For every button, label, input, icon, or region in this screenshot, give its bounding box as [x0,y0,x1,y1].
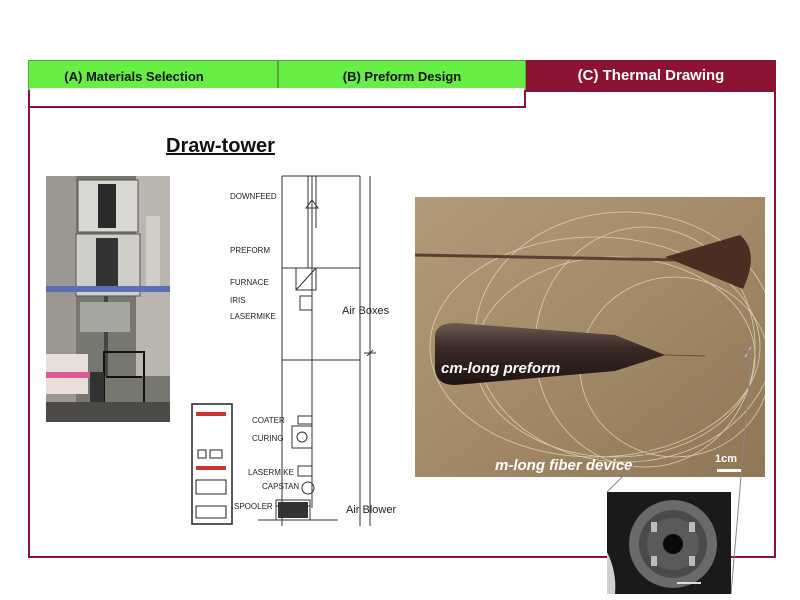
tab-materials-selection[interactable]: (A) Materials Selection [28,60,278,92]
label-spooler: SPOOLER [234,502,273,511]
label-coater: COATER [252,416,285,425]
frame-gap [30,88,524,104]
label-lasermike-top: LASERMIKE [230,312,276,321]
label-curing: CURING [252,434,284,443]
label-lasermike-bottom: LASERMIKE [248,468,294,477]
label-air-blower: Air Blower [346,504,397,516]
scale-label: 1cm [715,453,738,465]
frame-notch [28,90,526,108]
draw-tower-schematic: DOWNFEED PREFORM FURNACE IRIS LASERMIKE … [188,168,410,530]
label-downfeed: DOWNFEED [230,192,277,201]
fiber-label: m-long fiber device [495,457,633,474]
tab-thermal-drawing[interactable]: (C) Thermal Drawing [526,60,776,90]
fiber-cross-section-image [607,492,731,594]
draw-tower-photo [46,176,170,422]
label-furnace: FURNACE [230,278,269,287]
label-air-boxes: Air Boxes [342,305,390,317]
label-capstan: CAPSTAN [262,482,300,491]
preform-label: cm-long preform [441,360,561,377]
label-preform: PREFORM [230,246,270,255]
page-title: Draw-tower [166,135,275,157]
label-iris: IRIS [230,296,246,305]
scale-bar [717,469,741,472]
preform-fiber-photo: cm-long preform m-long fiber device 1cm [415,197,765,477]
